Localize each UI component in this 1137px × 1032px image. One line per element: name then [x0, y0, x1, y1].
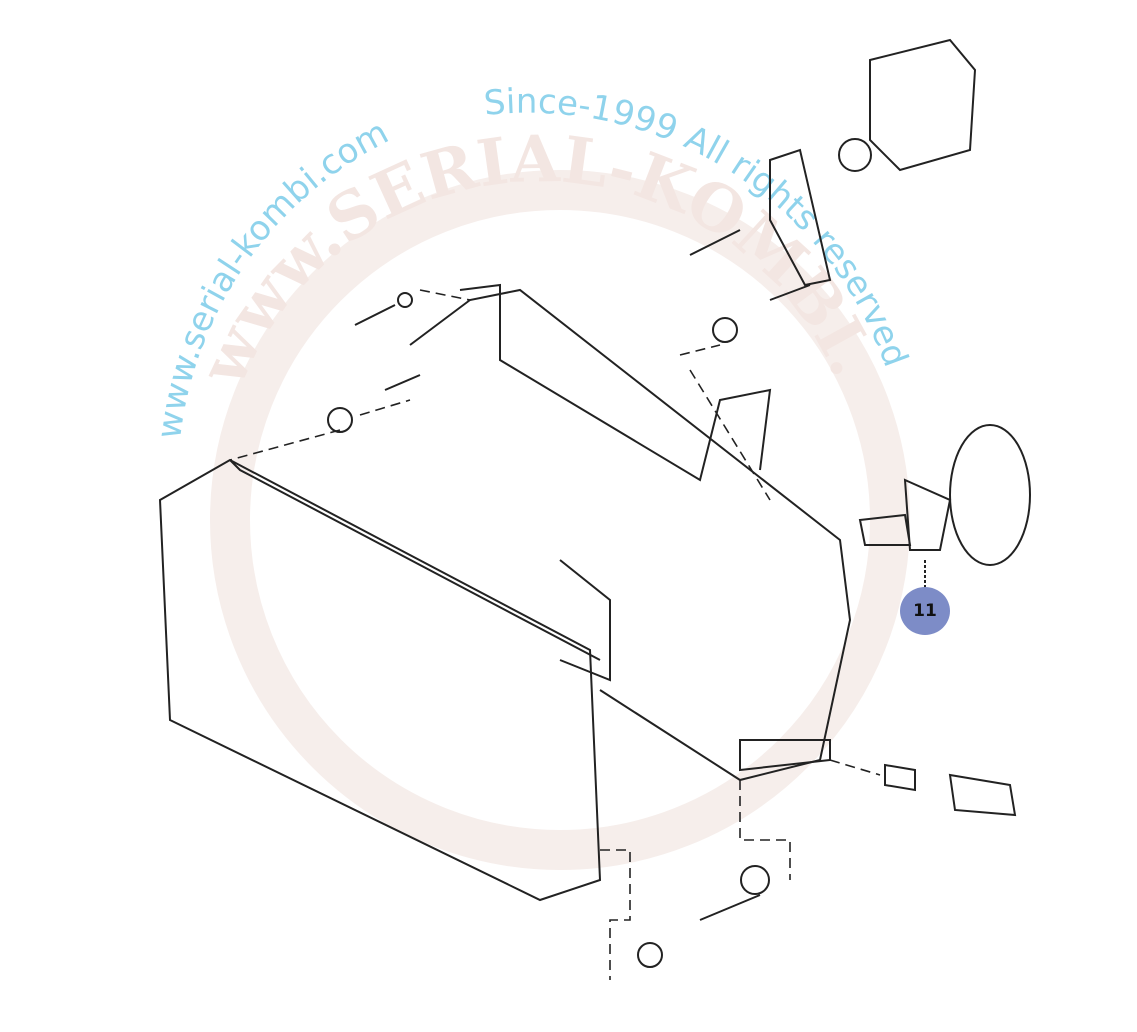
adjuster-motor	[838, 38, 977, 172]
side-marker-bulb	[884, 763, 1017, 817]
leader-lines	[229, 289, 926, 980]
bracket	[769, 148, 832, 287]
watermark-seal	[210, 170, 910, 870]
fasteners	[327, 229, 811, 968]
headlight-housing	[158, 283, 852, 902]
callout-11[interactable]: 11	[900, 587, 950, 635]
bulb-assembly	[858, 424, 1031, 566]
